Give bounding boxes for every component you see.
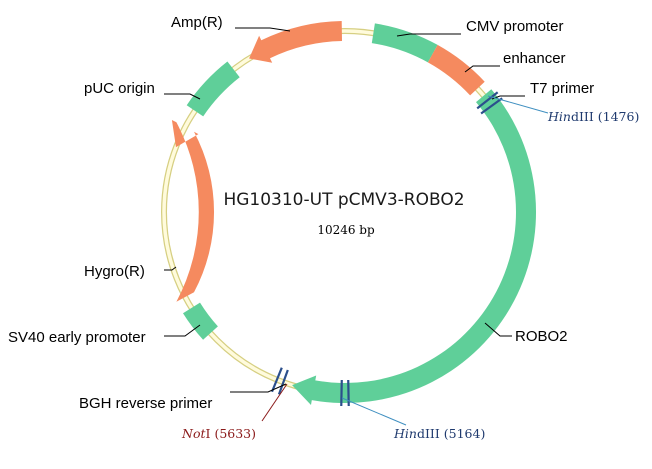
hygro-label: Hygro(R) [84, 263, 145, 280]
cmv-promoter-feature [371, 23, 438, 63]
hind-5164-leader-line [341, 397, 407, 426]
enhancer-leader-line [464, 65, 500, 73]
plasmid-size: 10246 bp [317, 223, 375, 237]
amp-label: Amp(R) [171, 14, 223, 31]
hind-1476-label: HindIII (1476) [547, 109, 639, 124]
enhancer-feature [427, 44, 485, 96]
amp-leader-line [235, 27, 291, 32]
hind-1476-mark [476, 91, 503, 115]
enhancer-label: enhancer [503, 50, 566, 67]
robo2-label: ROBO2 [515, 328, 568, 345]
robo2-leader-line [484, 322, 512, 337]
hind-5164-mark [340, 379, 350, 406]
hind-1476-leader-line [487, 95, 549, 114]
sv40-early-promoter-label: SV40 early promoter [8, 329, 146, 346]
sv40-promoter-feature [183, 302, 218, 340]
puc-origin-label: pUC origin [84, 80, 155, 97]
sv40-leader-line [164, 324, 201, 337]
noti-5633-mark [270, 367, 289, 395]
bgh-leader-line [230, 383, 287, 393]
noti-label: NotI (5633) [181, 426, 256, 441]
mark-noti-tick-1 [270, 367, 283, 393]
bgh-reverse-primer-label: BGH reverse primer [79, 395, 212, 412]
robo2-feature-arrow [292, 89, 537, 405]
noti-leader-line [261, 383, 288, 422]
hygro-feature-arrow [171, 120, 215, 302]
puc-origin-feature [186, 61, 240, 117]
cmv-leader-line [396, 33, 461, 37]
mark-hind1-tick-1 [480, 97, 503, 115]
mark-noti-tick-0 [277, 369, 289, 395]
plasmid-name: HG10310-UT pCMV3-ROBO2 [223, 190, 464, 210]
mark-hind1-tick-0 [476, 91, 499, 110]
hygro-leader-line [164, 266, 177, 271]
hind-5164-label: HindIII (5164) [393, 426, 485, 441]
amp-feature-arrow [249, 21, 342, 63]
t7-primer-label: T7 primer [530, 80, 594, 97]
cmv-promoter-label: CMV promoter [466, 18, 564, 35]
puc-leader-line [164, 93, 201, 100]
